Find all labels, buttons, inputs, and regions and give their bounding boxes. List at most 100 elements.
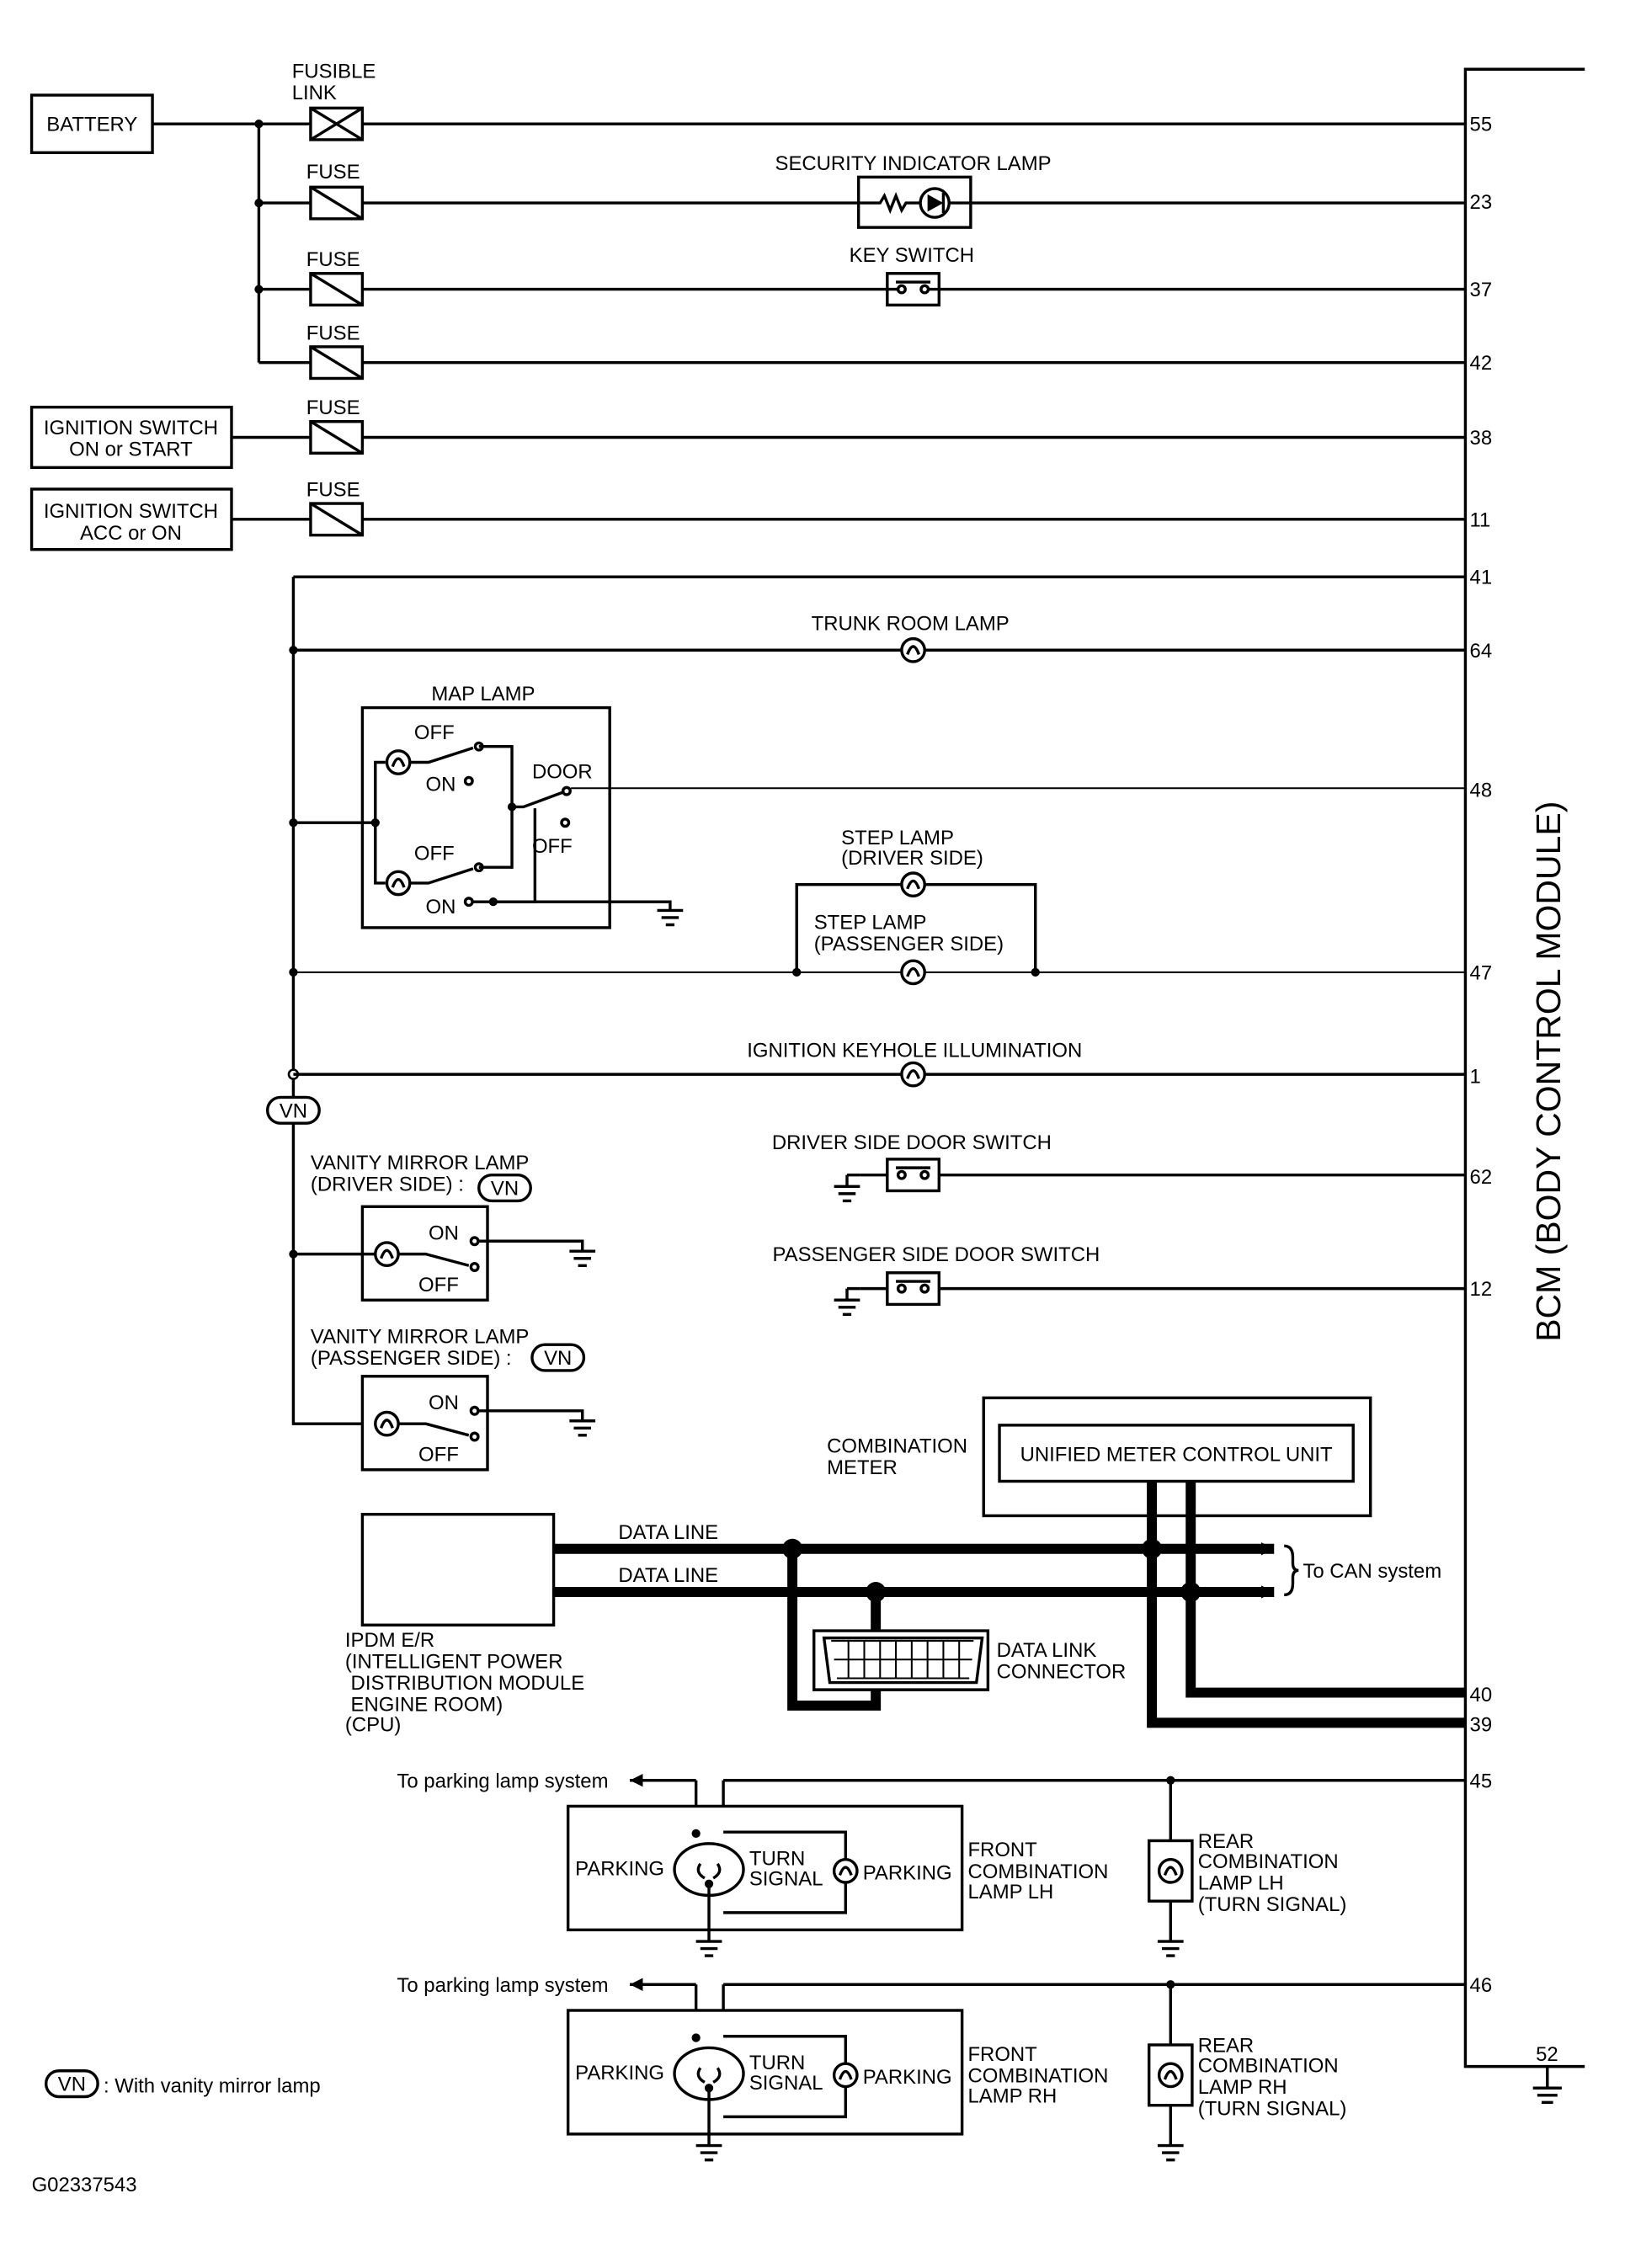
turn-signal-lh-circuit: To parking lamp system PARKING TURN SIGN… xyxy=(397,1770,1466,1957)
to-parking-lh: To parking lamp system xyxy=(397,1770,608,1792)
vn-legend-tag: VN xyxy=(58,2074,86,2096)
fuse-38: FUSE xyxy=(231,397,1466,455)
ground-symbol-52 xyxy=(1532,2066,1562,2105)
data-link-label-1: DATA LINK xyxy=(997,1639,1097,1662)
vanity-mirror-passenger: VANITY MIRROR LAMP (PASSENGER SIDE) : VN… xyxy=(311,1326,596,1472)
key-switch-label: KEY SWITCH xyxy=(850,244,974,267)
map-upper-on: ON xyxy=(426,774,456,796)
to-parking-rh: To parking lamp system xyxy=(397,1974,608,1997)
pin-62: 62 xyxy=(1470,1166,1493,1189)
vanity-pass-off: OFF xyxy=(418,1444,459,1467)
trunk-lamp-label: TRUNK ROOM LAMP xyxy=(812,612,1010,635)
step-driver-label-2: (DRIVER SIDE) xyxy=(841,847,983,870)
vanity-pass-label-1: VANITY MIRROR LAMP xyxy=(311,1326,529,1349)
keyhole-label: IGNITION KEYHOLE ILLUMINATION xyxy=(747,1040,1082,1062)
driver-door-label: DRIVER SIDE DOOR SWITCH xyxy=(772,1131,1052,1154)
data-line-label-1: DATA LINE xyxy=(618,1521,718,1544)
rear-lh-label-2: COMBINATION xyxy=(1198,1850,1339,1873)
rear-rh-label-3: LAMP RH xyxy=(1198,2076,1287,2099)
map-lower-on: ON xyxy=(426,896,456,918)
bcm-module: BCM (BODY CONTROL MODULE) xyxy=(1463,67,1585,2068)
pin-45: 45 xyxy=(1470,1770,1493,1792)
ign-acc-on-label-1: IGNITION SWITCH xyxy=(44,500,218,523)
vanity-pass-label-2: (PASSENGER SIDE) : xyxy=(311,1347,512,1370)
passenger-door-switch: PASSENGER SIDE DOOR SWITCH xyxy=(773,1243,1466,1317)
front-lh-signal: SIGNAL xyxy=(749,1867,823,1890)
pin-64: 64 xyxy=(1470,640,1493,663)
ign-acc-on-label-2: ACC or ON xyxy=(80,522,182,545)
security-indicator-lamp: SECURITY INDICATOR LAMP xyxy=(775,152,1052,229)
comb-meter-label-2: METER xyxy=(827,1456,898,1479)
pin-12: 12 xyxy=(1470,1278,1493,1301)
front-lh-label-3: LAMP LH xyxy=(967,1881,1053,1903)
ipdm-label-4: ENGINE ROOM) xyxy=(345,1694,503,1717)
rear-lh-label-3: LAMP LH xyxy=(1198,1872,1284,1895)
combination-meter: COMBINATION METER UNIFIED METER CONTROL … xyxy=(827,1396,1372,1518)
ipdm-label-2: (INTELLIGENT POWER xyxy=(345,1651,563,1674)
map-door: DOOR xyxy=(532,760,593,783)
to-can-label: To CAN system xyxy=(1303,1560,1441,1583)
front-rh-parking-l: PARKING xyxy=(575,2062,664,2084)
data-lines: DATA LINE DATA LINE To CAN system xyxy=(553,1481,1466,1728)
front-lh-label-2: COMBINATION xyxy=(967,1861,1108,1883)
security-lamp-label: SECURITY INDICATOR LAMP xyxy=(775,152,1052,175)
vanity-driver-off: OFF xyxy=(418,1274,459,1296)
ignition-acc-on-box: IGNITION SWITCH ACC or ON xyxy=(29,487,233,551)
front-rh-label-1: FRONT xyxy=(967,2043,1037,2066)
fusible-link-label-1: FUSIBLE xyxy=(292,61,376,83)
pin-37: 37 xyxy=(1470,279,1493,301)
pin-42: 42 xyxy=(1470,352,1493,375)
data-link-label-2: CONNECTOR xyxy=(997,1660,1127,1683)
map-lamp-label: MAP LAMP xyxy=(431,683,535,705)
fusible-link-label-2: LINK xyxy=(292,82,337,104)
pin-47: 47 xyxy=(1470,961,1493,984)
front-rh-signal: SIGNAL xyxy=(749,2072,823,2095)
pin-40: 40 xyxy=(1470,1684,1493,1706)
pin-39: 39 xyxy=(1470,1714,1493,1737)
vanity-driver-label-1: VANITY MIRROR LAMP xyxy=(311,1152,529,1174)
turn-signal-rh-circuit: To parking lamp system PARKING TURN SIGN… xyxy=(397,1974,1466,2162)
ipdm-label-5: (CPU) xyxy=(345,1714,401,1737)
comb-meter-label-1: COMBINATION xyxy=(827,1435,967,1457)
vanity-pass-vn: VN xyxy=(544,1347,572,1370)
data-line-label-2: DATA LINE xyxy=(618,1564,718,1587)
figure-id: G02337543 xyxy=(32,2174,137,2196)
step-lamps: STEP LAMP (DRIVER SIDE) STEP LAMP (PASSE… xyxy=(293,827,1466,986)
fuse-label: FUSE xyxy=(306,322,360,344)
fuse-42: FUSE xyxy=(258,322,1466,381)
fuse-label: FUSE xyxy=(306,161,360,184)
pin-11: 11 xyxy=(1470,508,1491,531)
ign-on-start-label-1: IGNITION SWITCH xyxy=(44,417,218,439)
pin-38: 38 xyxy=(1470,427,1493,450)
key-switch: KEY SWITCH xyxy=(850,244,974,307)
vanity-driver-on: ON xyxy=(429,1222,459,1245)
fuse-label: FUSE xyxy=(306,397,360,419)
front-rh-label-3: LAMP RH xyxy=(967,2084,1057,2107)
step-pass-label-1: STEP LAMP xyxy=(814,912,927,934)
vn-legend-text: : With vanity mirror lamp xyxy=(104,2074,321,2097)
pin-46: 46 xyxy=(1470,1974,1493,1997)
front-lh-label-1: FRONT xyxy=(967,1839,1037,1861)
pin-48: 48 xyxy=(1470,779,1493,801)
vn-tag-text: VN xyxy=(280,1099,307,1122)
rear-lh-label-1: REAR xyxy=(1198,1830,1254,1853)
trunk-room-lamp: TRUNK ROOM LAMP xyxy=(293,612,1466,663)
vanity-mirror-driver: VANITY MIRROR LAMP (DRIVER SIDE) : VN ON… xyxy=(293,1152,596,1302)
ipdm-label-1: IPDM E/R xyxy=(345,1629,434,1652)
pin-41: 41 xyxy=(1470,567,1493,589)
fuse-label: FUSE xyxy=(306,479,360,502)
pin-1: 1 xyxy=(1470,1065,1481,1088)
fuse-11: FUSE xyxy=(231,479,1466,537)
rear-rh-label-2: COMBINATION xyxy=(1198,2054,1339,2077)
front-rh-parking-r: PARKING xyxy=(863,2066,952,2089)
fuse-label: FUSE xyxy=(306,248,360,271)
pin-55: 55 xyxy=(1470,114,1493,136)
pass-door-label: PASSENGER SIDE DOOR SWITCH xyxy=(773,1243,1100,1266)
front-rh-turn: TURN xyxy=(749,2052,805,2074)
ipdm-er: IPDM E/R (INTELLIGENT POWER DISTRIBUTION… xyxy=(345,1513,584,1737)
rear-rh-label-1: REAR xyxy=(1198,2035,1254,2058)
front-lh-turn: TURN xyxy=(749,1848,805,1871)
step-pass-label-2: (PASSENGER SIDE) xyxy=(814,933,1004,956)
front-rh-label-2: COMBINATION xyxy=(967,2064,1108,2087)
